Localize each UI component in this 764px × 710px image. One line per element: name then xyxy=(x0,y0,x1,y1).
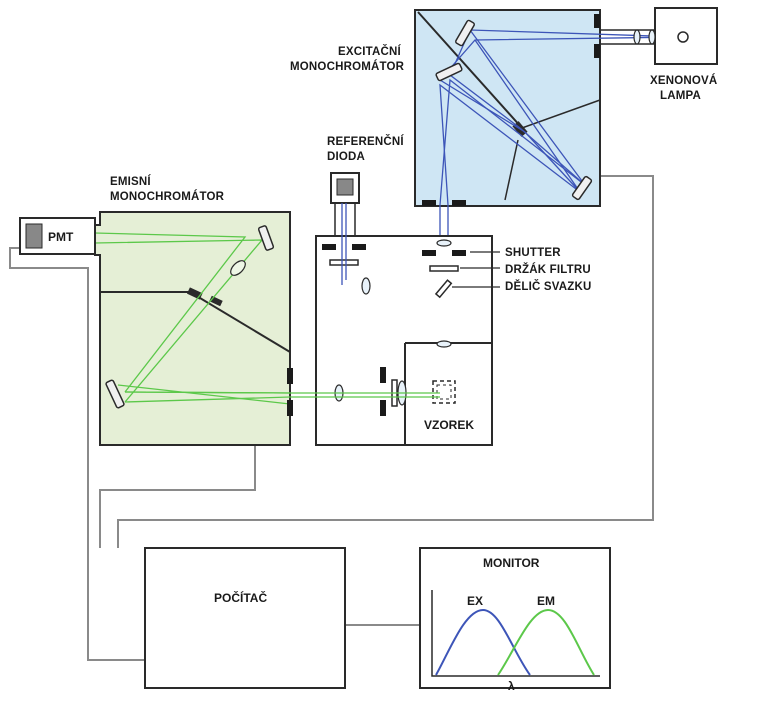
lamp-lens-2 xyxy=(648,29,656,45)
excitation-monochromator xyxy=(341,9,684,375)
pmt-detector: PMT xyxy=(19,217,96,255)
reference-filter xyxy=(329,259,359,266)
shutter-lens xyxy=(436,239,452,247)
sample-label: VZOREK xyxy=(424,418,474,432)
reference-diode-label-2: DIODA xyxy=(327,151,365,163)
computer-box xyxy=(144,547,346,689)
sample-cuvette xyxy=(432,380,456,404)
beam-splitter xyxy=(434,279,453,299)
monitor: MONITOR EX EM λ xyxy=(419,547,611,693)
excitation-entrance-slit-top xyxy=(594,14,600,28)
reference-diode-label-1: REFERENČNÍ xyxy=(327,135,404,148)
emission-beams xyxy=(94,232,440,405)
excitation-mirror-3 xyxy=(571,175,593,201)
emission-mirror-2 xyxy=(105,379,125,409)
pmt-label: PMT xyxy=(48,230,74,244)
monitor-axes xyxy=(431,590,600,677)
emission-monochromator-box xyxy=(94,211,291,446)
emission-entrance-slit-top xyxy=(287,368,293,384)
beam-splitter-label: DĚLIČ SVAZKU xyxy=(505,280,592,293)
cable-emission-to-computer xyxy=(99,445,256,548)
excitation-exit-slit-right xyxy=(452,200,466,206)
lamp-tube xyxy=(600,29,655,45)
wavelength-axis-label: λ xyxy=(508,679,515,693)
emission-shutter-top xyxy=(380,367,386,383)
excitation-mono-label-2: MONOCHROMÁTOR xyxy=(290,60,405,73)
excitation-grating-arm xyxy=(521,99,601,129)
shutter-right xyxy=(452,250,466,256)
emission-mono-label-2: MONOCHROMÁTOR xyxy=(110,190,225,203)
ex-spectrum-curve xyxy=(435,608,531,676)
emission-mono-label-1: EMISNÍ xyxy=(110,175,151,188)
excitation-exit-slit-left xyxy=(422,200,436,206)
pmt-cathode xyxy=(25,223,43,249)
reference-slit-left xyxy=(322,244,336,250)
splitter-lens xyxy=(361,277,371,295)
sample-cuvette-inner xyxy=(436,384,452,400)
filter-holder xyxy=(429,265,459,272)
reference-beam xyxy=(341,203,347,285)
lamp-lens-1 xyxy=(633,29,641,45)
signal-cables xyxy=(9,175,654,661)
lamp-bulb xyxy=(677,31,689,43)
ex-curve-label: EX xyxy=(467,594,483,608)
emission-shutter-bottom xyxy=(380,400,386,416)
xenon-lamp-label-1: XENONOVÁ xyxy=(650,74,717,87)
excitation-grating-arm-2 xyxy=(504,139,519,201)
shutter-label: SHUTTER xyxy=(505,247,561,259)
monitor-label: MONITOR xyxy=(483,556,540,570)
emission-entrance-slit-bottom xyxy=(287,400,293,416)
excitation-diagonal-baffle xyxy=(417,11,523,129)
emission-internal-lens xyxy=(230,260,246,276)
emission-mirror-1 xyxy=(257,225,275,251)
cable-pmt-to-computer xyxy=(9,247,145,661)
excitation-mirror-1 xyxy=(455,19,475,47)
monitor-box xyxy=(419,547,611,689)
em-curve-label: EM xyxy=(537,594,555,608)
computer: POČÍTAČ xyxy=(144,547,346,689)
reference-diode-sensor xyxy=(336,178,354,196)
label-leaders xyxy=(452,251,500,288)
em-spectrum-curve xyxy=(497,608,595,676)
reference-diode-body xyxy=(330,172,360,204)
cable-excitation-to-computer xyxy=(117,175,654,548)
shutter-left xyxy=(422,250,436,256)
xenon-lamp xyxy=(600,7,718,65)
filter-holder-label: DRŽÁK FILTRU xyxy=(505,263,591,276)
reference-slit-right xyxy=(352,244,366,250)
labels: EXCITAČNÍ MONOCHROMÁTOR XENONOVÁ LAMPA R… xyxy=(110,45,717,432)
excitation-mono-label-1: EXCITAČNÍ xyxy=(338,45,402,58)
sample-lens-top xyxy=(436,340,452,348)
reference-diode xyxy=(322,172,366,285)
computer-label: POČÍTAČ xyxy=(214,590,267,605)
reference-diode-stem xyxy=(334,203,356,236)
excitation-entrance-slit-bottom xyxy=(594,44,600,58)
xenon-lamp-label-2: LAMPA xyxy=(660,90,701,102)
excitation-mirror-2 xyxy=(435,62,463,82)
emission-monochromator xyxy=(94,211,440,446)
